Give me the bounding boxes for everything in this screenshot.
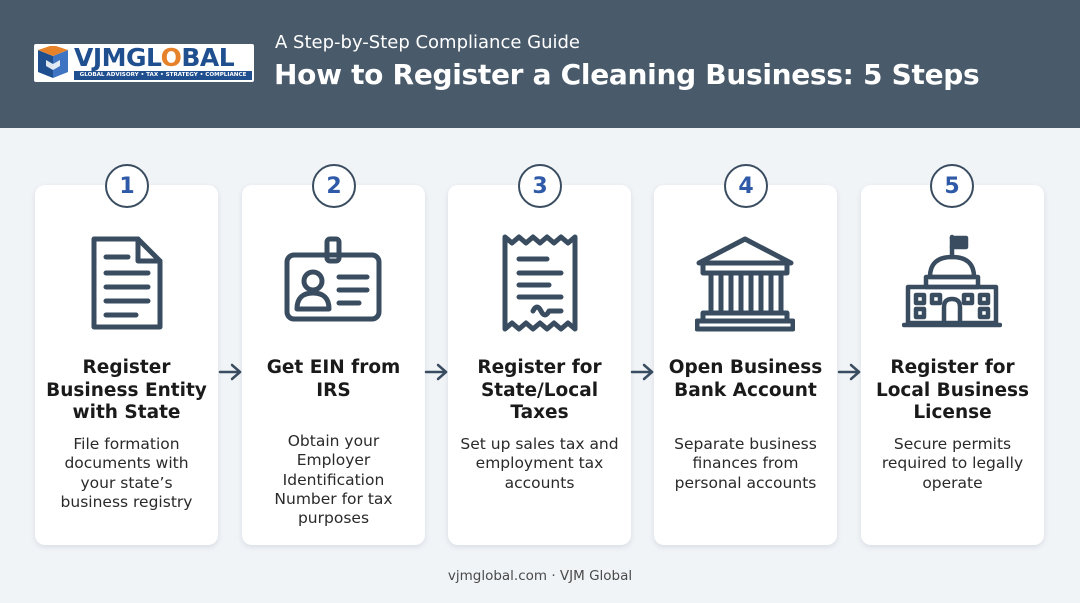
step-card-2: Get EIN from IRS Obtain your Employer Id… xyxy=(242,185,425,545)
step-3-number-badge: 3 xyxy=(518,164,562,208)
step-1-number-badge: 1 xyxy=(105,164,149,208)
step-5-number-badge: 5 xyxy=(930,164,974,208)
step-5-description: Secure permits required to legally opera… xyxy=(881,435,1024,492)
logo-wordmark-part-1: VJM xyxy=(74,43,127,72)
logo-tagline: GLOBAL ADVISORY • TAX • STRATEGY • COMPL… xyxy=(74,71,252,80)
arrow-right-icon xyxy=(424,363,448,381)
logo-wordmark: VJMGLOBAL xyxy=(74,43,235,72)
step-3-description: Set up sales tax and employment tax acco… xyxy=(460,435,619,492)
step-card-4: Open Business Bank Account Separate busi… xyxy=(654,185,837,545)
arrow-right-icon xyxy=(218,363,242,381)
step-card-5: Register for Local Business License Secu… xyxy=(861,185,1044,545)
arrow-right-icon xyxy=(630,363,654,381)
step-4-description: Separate business finances from personal… xyxy=(674,435,817,492)
logo-globe-o: O xyxy=(160,43,182,72)
page-title: How to Register a Cleaning Business: 5 S… xyxy=(274,58,980,91)
step-5-title: Register for Local Business License xyxy=(875,357,1030,423)
step-2-number-badge: 2 xyxy=(312,164,356,208)
receipt-icon xyxy=(502,234,578,332)
arrow-right-icon xyxy=(837,363,861,381)
vjm-global-logo[interactable]: VJMGLOBAL GLOBAL ADVISORY • TAX • STRATE… xyxy=(34,44,254,82)
step-2-description: Obtain your Employer Identification Numb… xyxy=(274,432,393,528)
government-building-icon xyxy=(902,234,1002,328)
step-4-number-badge: 4 xyxy=(724,164,768,208)
step-2-title: Get EIN from IRS xyxy=(266,357,401,401)
step-1-title: Register Business Entity with State xyxy=(46,357,207,423)
page-subtitle: A Step-by-Step Compliance Guide xyxy=(275,32,581,53)
document-icon xyxy=(91,236,163,330)
step-1-description: File formation documents with your state… xyxy=(60,435,193,511)
step-3-title: Register for State/Local Taxes xyxy=(477,357,602,423)
step-card-3: Register for State/Local Taxes Set up sa… xyxy=(448,185,631,545)
logo-wordmark-part-2: GL xyxy=(126,43,161,72)
logo-mark-icon xyxy=(38,46,68,78)
logo-wordmark-part-3: BAL xyxy=(181,43,235,72)
bank-icon xyxy=(695,236,795,332)
step-card-1: Register Business Entity with State File… xyxy=(35,185,218,545)
step-4-title: Open Business Bank Account xyxy=(668,357,823,401)
id-card-icon xyxy=(284,236,382,322)
header-banner: VJMGLOBAL GLOBAL ADVISORY • TAX • STRATE… xyxy=(0,0,1080,128)
footer-credit[interactable]: vjmglobal.com · VJM Global xyxy=(447,568,633,584)
